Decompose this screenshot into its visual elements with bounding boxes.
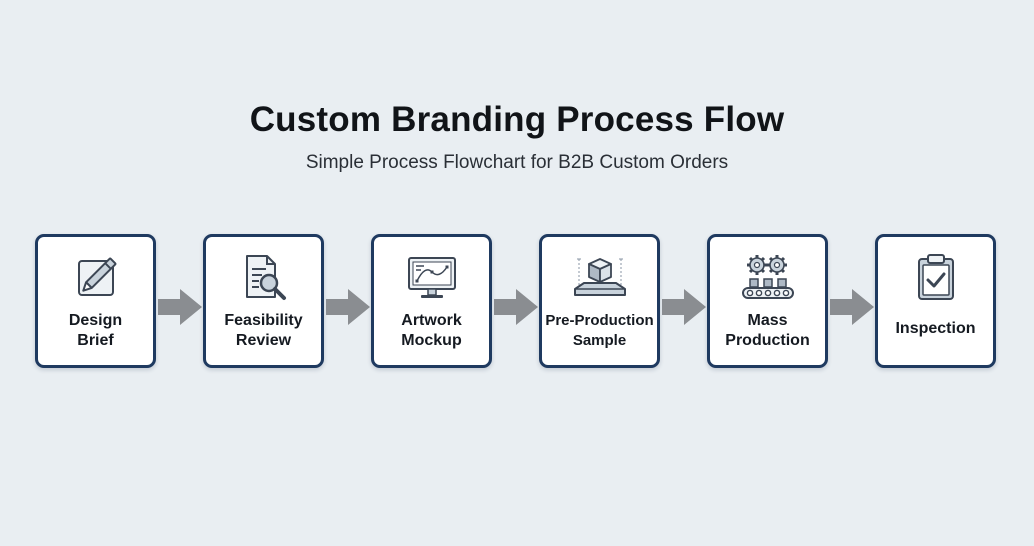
flow-arrow-icon (662, 288, 707, 326)
page-subtitle: Simple Process Flowchart for B2B Custom … (305, 152, 729, 173)
page-title: Custom Branding Process Flow (249, 100, 785, 139)
step-label: Mass Production (725, 312, 810, 349)
step-mass-production: Mass Production (707, 234, 828, 368)
pencil-icon (38, 251, 153, 305)
gears-conveyor-icon (710, 251, 825, 305)
step-label: Feasibility Review (224, 312, 303, 349)
step-label: Inspection (895, 320, 976, 337)
step-label: Artwork Mockup (401, 312, 462, 349)
flow-arrow-icon (494, 288, 539, 326)
sample-box-icon (542, 251, 657, 305)
clipboard-check-icon (878, 251, 993, 305)
flow-arrow-icon (326, 288, 371, 326)
flow-arrow-icon (830, 288, 875, 326)
step-pre-production-sample: Pre-Production Sample (539, 234, 660, 368)
document-search-icon (206, 251, 321, 305)
step-design-brief: Design Brief (35, 234, 156, 368)
step-feasibility-review: Feasibility Review (203, 234, 324, 368)
flow-arrow-icon (158, 288, 203, 326)
step-artwork-mockup: Artwork Mockup (371, 234, 492, 368)
step-inspection: Inspection (875, 234, 996, 368)
step-label: Pre-Production Sample (545, 312, 654, 349)
monitor-design-icon (374, 251, 489, 305)
step-label: Design Brief (68, 312, 123, 349)
